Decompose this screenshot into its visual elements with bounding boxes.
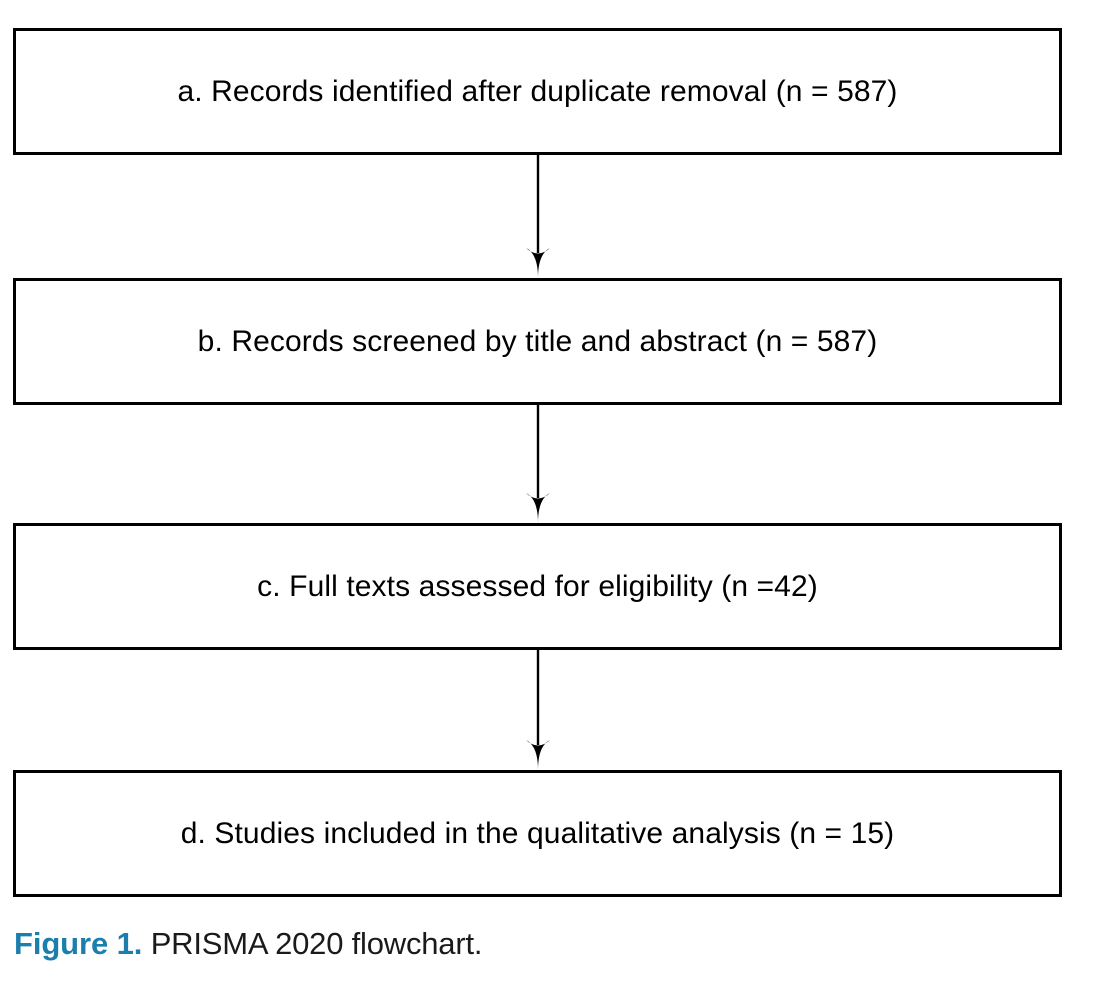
figure-caption: Figure 1. PRISMA 2020 flowchart. — [14, 925, 1074, 964]
figure-caption-text: PRISMA 2020 flowchart. — [142, 926, 483, 961]
arrow-c-to-d — [523, 650, 553, 770]
flow-box-a-records-identified: a. Records identified after duplicate re… — [13, 28, 1062, 155]
flow-box-c-full-texts-assessed: c. Full texts assessed for eligibility (… — [13, 523, 1062, 650]
flow-box-d-studies-included: d. Studies included in the qualitative a… — [13, 770, 1062, 897]
flow-box-b-label: b. Records screened by title and abstrac… — [197, 324, 878, 358]
flow-box-d-label: d. Studies included in the qualitative a… — [180, 816, 895, 850]
flow-box-b-records-screened: b. Records screened by title and abstrac… — [13, 278, 1062, 405]
arrow-a-to-b — [523, 155, 553, 278]
flow-box-a-label: a. Records identified after duplicate re… — [177, 74, 898, 108]
figure-caption-prefix: Figure 1. — [14, 926, 143, 961]
arrow-b-to-c — [523, 403, 553, 523]
flow-box-c-label: c. Full texts assessed for eligibility (… — [257, 569, 818, 603]
